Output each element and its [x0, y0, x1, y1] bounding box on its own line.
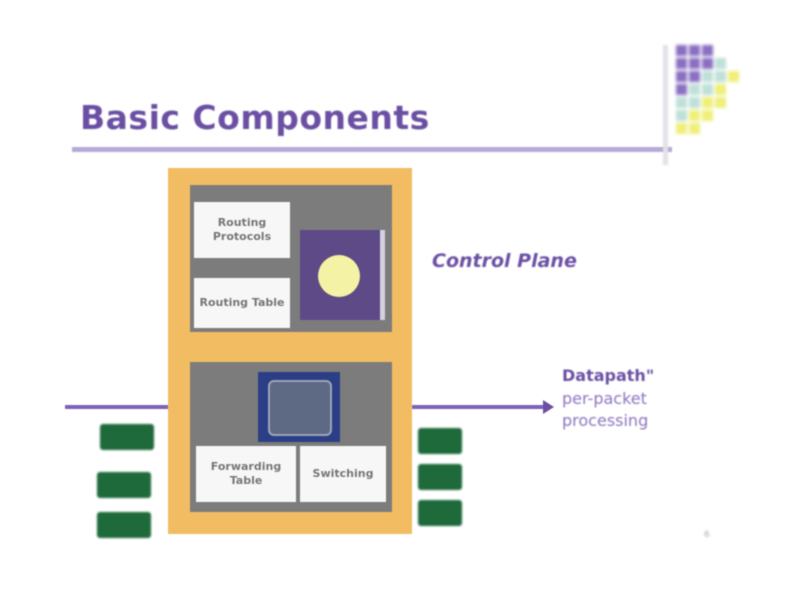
data-plane-panel: Forwarding Table Switching [190, 362, 392, 512]
linecard-icon [418, 464, 462, 490]
control-plane-label: Control Plane [432, 250, 577, 272]
decorative-grid-icon [676, 45, 746, 155]
forwarding-table-box: Forwarding Table [196, 446, 296, 502]
title-underline [72, 147, 672, 152]
router-box: Routing Protocols Routing Table Forwardi… [168, 168, 412, 534]
slide-title: Basic Components [80, 98, 430, 137]
datapath-label: Datapath" [562, 366, 655, 385]
linecard-icon [418, 428, 462, 454]
switching-box: Switching [300, 446, 386, 502]
datapath-desc-line1: per-packet [562, 389, 647, 408]
decorative-vertical-rule [663, 45, 668, 165]
cpu-chip-icon [300, 230, 385, 320]
cpu-die [318, 255, 360, 297]
datapath-description: per-packet processing [562, 388, 648, 432]
arrow-head-icon [543, 400, 554, 414]
datapath-line-out [412, 405, 547, 409]
datapath-line-in [65, 405, 169, 409]
linecard-icon [100, 424, 154, 450]
linecard-icon [418, 500, 462, 526]
switching-chip-icon [258, 372, 340, 442]
datapath-desc-line2: processing [562, 411, 649, 430]
control-plane-panel: Routing Protocols Routing Table [190, 185, 392, 332]
routing-table-box: Routing Table [194, 278, 290, 328]
switching-chip-face [268, 380, 332, 436]
linecard-icon [97, 472, 151, 498]
routing-protocols-box: Routing Protocols [194, 202, 290, 258]
page-number: 6 [704, 530, 710, 540]
linecard-icon [97, 512, 151, 538]
